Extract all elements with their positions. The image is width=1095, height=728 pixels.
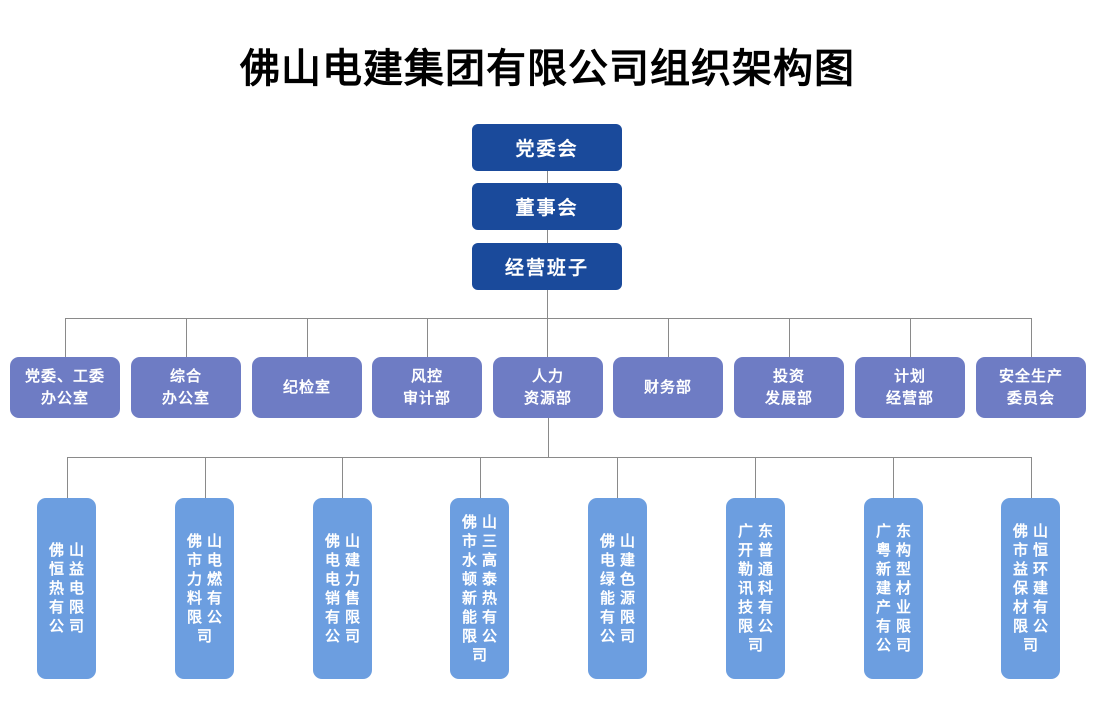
- node-label: 董事会: [515, 198, 579, 219]
- node-sub-sanshui-new-thermal-energy: 佛山 市三 水高 顿泰 新热 能有 限公 司: [450, 498, 509, 679]
- connector-vertical: [186, 318, 187, 357]
- node-sub-yuegou-building-materials: 广东 粤构 新型 建材 产业 有限 公司: [864, 498, 923, 679]
- node-label: 计划 经营部: [885, 367, 934, 407]
- connector-vertical: [1031, 318, 1032, 357]
- node-sub-electric-power-fuel: 佛山 市电 力燃 料有 限公 司: [175, 498, 234, 679]
- node-dept-discipline-inspection: 纪检室: [252, 357, 362, 418]
- node-dept-risk-audit: 风控 审计部: [372, 357, 482, 418]
- node-dept-planning-operation: 计划 经营部: [855, 357, 965, 418]
- node-dept-investment-development: 投资 发展部: [734, 357, 844, 418]
- node-label: 纪检室: [282, 378, 331, 396]
- node-label: 财务部: [643, 378, 692, 396]
- node-dept-party-work-office: 党委、工委 办公室: [10, 357, 120, 418]
- connector-vertical: [910, 318, 911, 357]
- connector-vertical: [342, 457, 343, 498]
- node-dept-finance: 财务部: [613, 357, 723, 418]
- node-label: 经营班子: [504, 258, 589, 279]
- node-label: 广东 粤构 新型 建材 产业 有限 公司: [875, 523, 916, 654]
- node-label: 人力 资源部: [523, 367, 572, 407]
- node-label: 党委会: [515, 139, 579, 160]
- node-sub-hengyi-eco-materials: 佛山 市恒 益环 保建 材有 限公 司: [1001, 498, 1060, 679]
- connector-vertical: [789, 318, 790, 357]
- node-label: 佛山 市恒 益环 保建 材有 限公 司: [1012, 523, 1053, 654]
- connector-vertical: [755, 457, 756, 498]
- node-dept-general-office: 综合 办公室: [131, 357, 241, 418]
- node-label: 佛山 恒益 热电 有限 公司: [48, 542, 89, 635]
- connector-vertical: [548, 418, 549, 457]
- node-board-of-directors: 董事会: [472, 183, 622, 230]
- connector-vertical: [67, 457, 68, 498]
- connector-vertical: [1031, 457, 1032, 498]
- node-label: 党委、工委 办公室: [24, 367, 105, 407]
- connector-vertical: [205, 457, 206, 498]
- node-label: 安全生产 委员会: [998, 367, 1063, 407]
- connector-vertical: [668, 318, 669, 357]
- node-label: 风控 审计部: [402, 367, 451, 407]
- connector-vertical: [480, 457, 481, 498]
- node-management-team: 经营班子: [472, 243, 622, 290]
- node-label: 综合 办公室: [161, 367, 210, 407]
- connector-vertical: [547, 230, 548, 243]
- node-label: 佛山 市三 水高 顿泰 新热 能有 限公 司: [461, 513, 502, 664]
- connector-horizontal: [65, 318, 1031, 319]
- node-label: 佛山 电建 电力 销售 有限 公司: [324, 532, 365, 645]
- node-label: 佛山 电建 绿色 能源 有限 公司: [599, 532, 640, 645]
- connector-vertical: [307, 318, 308, 357]
- node-label: 投资 发展部: [764, 367, 813, 407]
- node-label: 佛山 市电 力燃 料有 限公 司: [186, 532, 227, 645]
- node-party-committee: 党委会: [472, 124, 622, 171]
- connector-vertical: [65, 318, 66, 357]
- connector-vertical: [427, 318, 428, 357]
- chart-title: 佛山电建集团有限公司组织架构图: [240, 47, 855, 91]
- node-sub-power-sales: 佛山 电建 电力 销售 有限 公司: [313, 498, 372, 679]
- node-sub-kepler-communications: 广东 开普 勒通 讯科 技有 限公 司: [726, 498, 785, 679]
- connector-vertical: [547, 171, 548, 183]
- connector-vertical: [547, 290, 548, 357]
- node-dept-human-resources: 人力 资源部: [493, 357, 603, 418]
- connector-horizontal: [67, 457, 1031, 458]
- node-sub-green-energy: 佛山 电建 绿色 能源 有限 公司: [588, 498, 647, 679]
- node-sub-hengyi-thermal-power: 佛山 恒益 热电 有限 公司: [37, 498, 96, 679]
- connector-vertical: [893, 457, 894, 498]
- node-label: 广东 开普 勒通 讯科 技有 限公 司: [737, 523, 778, 654]
- connector-vertical: [617, 457, 618, 498]
- node-dept-safety-committee: 安全生产 委员会: [976, 357, 1086, 418]
